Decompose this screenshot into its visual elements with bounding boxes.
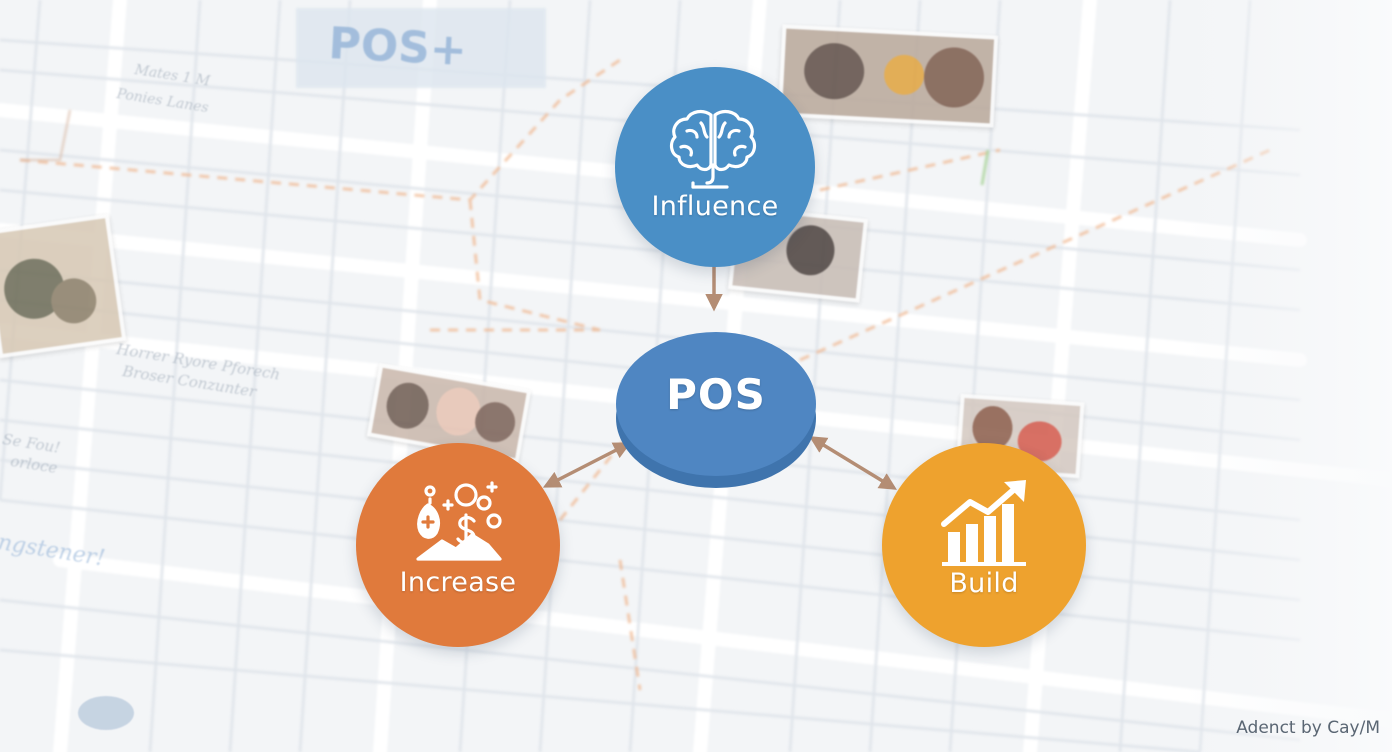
- watermark-text: Adenct by Cay/M: [1236, 718, 1380, 738]
- background-photo: [0, 213, 127, 359]
- node-influence: Influence: [615, 67, 815, 267]
- map-logo-text: POS+: [327, 18, 469, 77]
- node-influence-label: Influence: [651, 190, 779, 222]
- money-growth-icon: [408, 479, 508, 567]
- background-photo: [777, 24, 999, 128]
- bar-chart-growth-icon: [934, 478, 1034, 568]
- map-pin-icon: [78, 696, 134, 730]
- node-increase-label: Increase: [399, 566, 517, 598]
- node-increase: Increase: [356, 443, 560, 647]
- node-build: Build: [882, 443, 1086, 647]
- node-pos-label: POS: [666, 370, 766, 419]
- brain-icon: [667, 107, 763, 191]
- node-build-label: Build: [949, 567, 1019, 599]
- node-pos: [616, 332, 816, 488]
